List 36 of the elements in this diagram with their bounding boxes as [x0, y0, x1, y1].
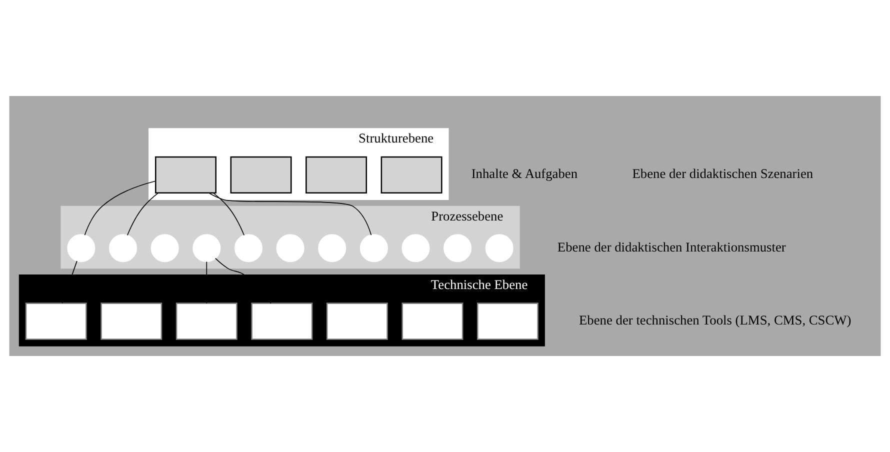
node-circle	[444, 234, 472, 262]
node-circle	[360, 234, 388, 262]
cluster: Technische Ebene	[18, 274, 545, 346]
node-circle	[485, 234, 514, 262]
node-circle	[402, 234, 430, 262]
label: Inhalte & Aufgaben	[471, 166, 578, 182]
connector	[215, 258, 272, 304]
connector	[62, 260, 78, 304]
connector	[84, 180, 156, 236]
node-box	[306, 156, 368, 194]
label: Ebene der didaktischen Interaktionsmuster	[557, 239, 786, 254]
node-circle	[150, 234, 179, 262]
label: Ebene der technischen Tools (LMS, CMS, CSCW)	[579, 312, 852, 328]
node-box	[230, 156, 292, 194]
node-box	[100, 302, 162, 340]
node-box	[25, 302, 87, 340]
node-box	[476, 302, 538, 340]
node-circle	[234, 234, 262, 262]
node-box	[380, 156, 442, 194]
node-circle	[67, 234, 96, 262]
connector	[206, 261, 208, 304]
cluster: Prozessebene	[60, 206, 520, 269]
node-box	[176, 302, 238, 340]
cluster: Strukturebene	[148, 128, 449, 200]
node-circle	[109, 234, 138, 262]
connector	[212, 192, 245, 236]
node-circle	[276, 234, 304, 262]
label: Ebene der didaktischen Szenarien	[632, 166, 814, 182]
connector	[126, 192, 159, 236]
node-circle	[192, 234, 221, 262]
node-box	[326, 302, 388, 340]
connector	[208, 192, 372, 236]
node-box	[402, 302, 464, 340]
node-box	[155, 156, 216, 194]
node-box	[251, 302, 313, 340]
node-circle	[318, 234, 346, 262]
